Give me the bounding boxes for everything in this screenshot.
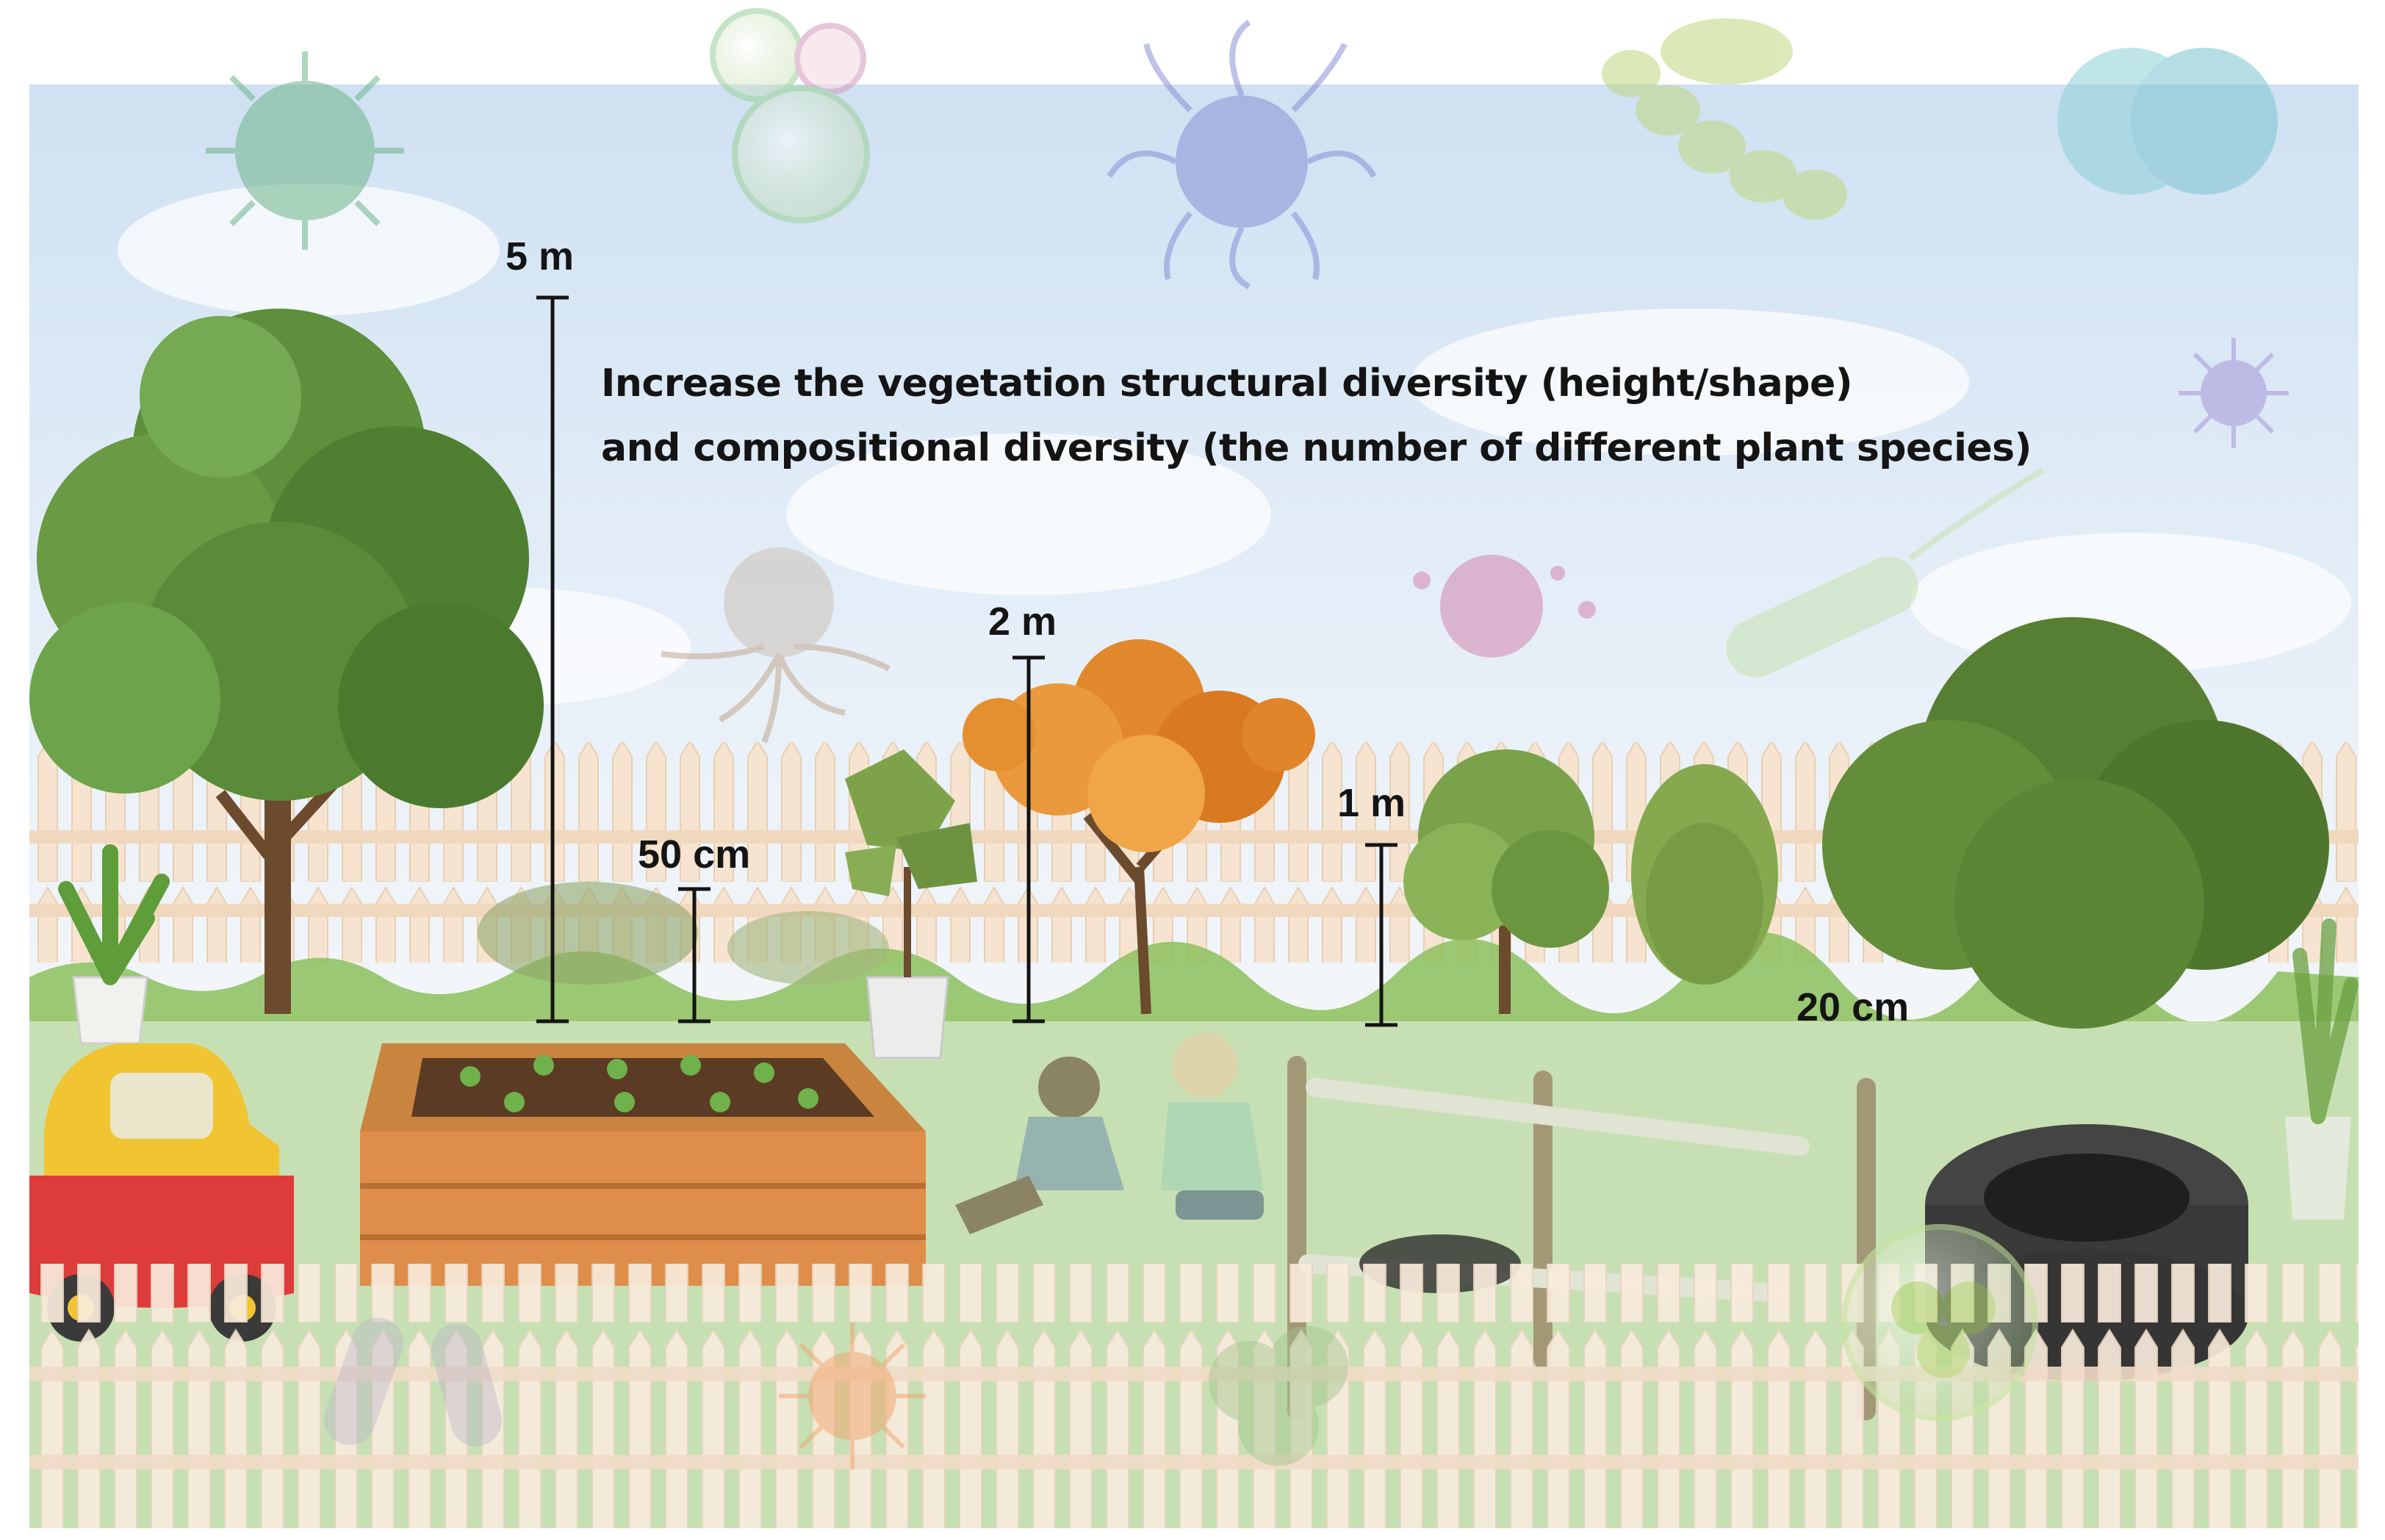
rooted-microbe-icon [661,547,891,744]
diplococcus-icon [2057,48,2278,195]
spiky-microbe-icon [2179,338,2289,448]
caterpillar-microbe-icon [1602,18,1847,220]
height-marker-5m-bar [536,295,569,1023]
headline-line-2: and compositional diversity (the number … [601,426,2032,470]
autumn-tree-icon [963,639,1315,1015]
jellyfish-microbe-icon [1107,19,1377,289]
virus-icon [206,51,404,250]
height-label-1m: 1 m [1337,781,1406,825]
height-label-50cm: 50 cm [638,832,751,877]
height-label-2m: 2 m [988,600,1057,644]
grass-strip [29,929,2359,1029]
worm-microbe-icon [324,1317,502,1447]
planter-box-icon [360,1043,926,1286]
pink-microbe-icon [1413,555,1596,658]
headline-line-1: Increase the vegetation structural diver… [601,361,1853,406]
height-marker-2m-bar [1012,655,1045,1023]
potted-sapling-icon [845,749,977,1059]
small-shrub-icon [478,882,889,985]
height-marker-50cm-bar [678,887,711,1023]
bush-icon [1403,749,1778,1014]
potted-grass-icon [2285,918,2359,1220]
height-marker-1m-bar [1365,843,1397,1027]
height-label-5m: 5 m [506,234,575,278]
cell-cluster-icon [710,8,870,223]
bacterium-icon [1726,467,2045,678]
orange-microbe-icon [779,1323,926,1469]
cluster-microbe-icon [1209,1326,1348,1466]
height-label-20cm: 20 cm [1796,985,1910,1029]
child-icon [955,1033,1264,1234]
green-cell-colony-icon [1841,1224,2038,1421]
large-bush-icon [1822,617,2329,1029]
tree-icon [29,309,544,1014]
headline-text: Increase the vegetation structural diver… [601,351,2217,481]
